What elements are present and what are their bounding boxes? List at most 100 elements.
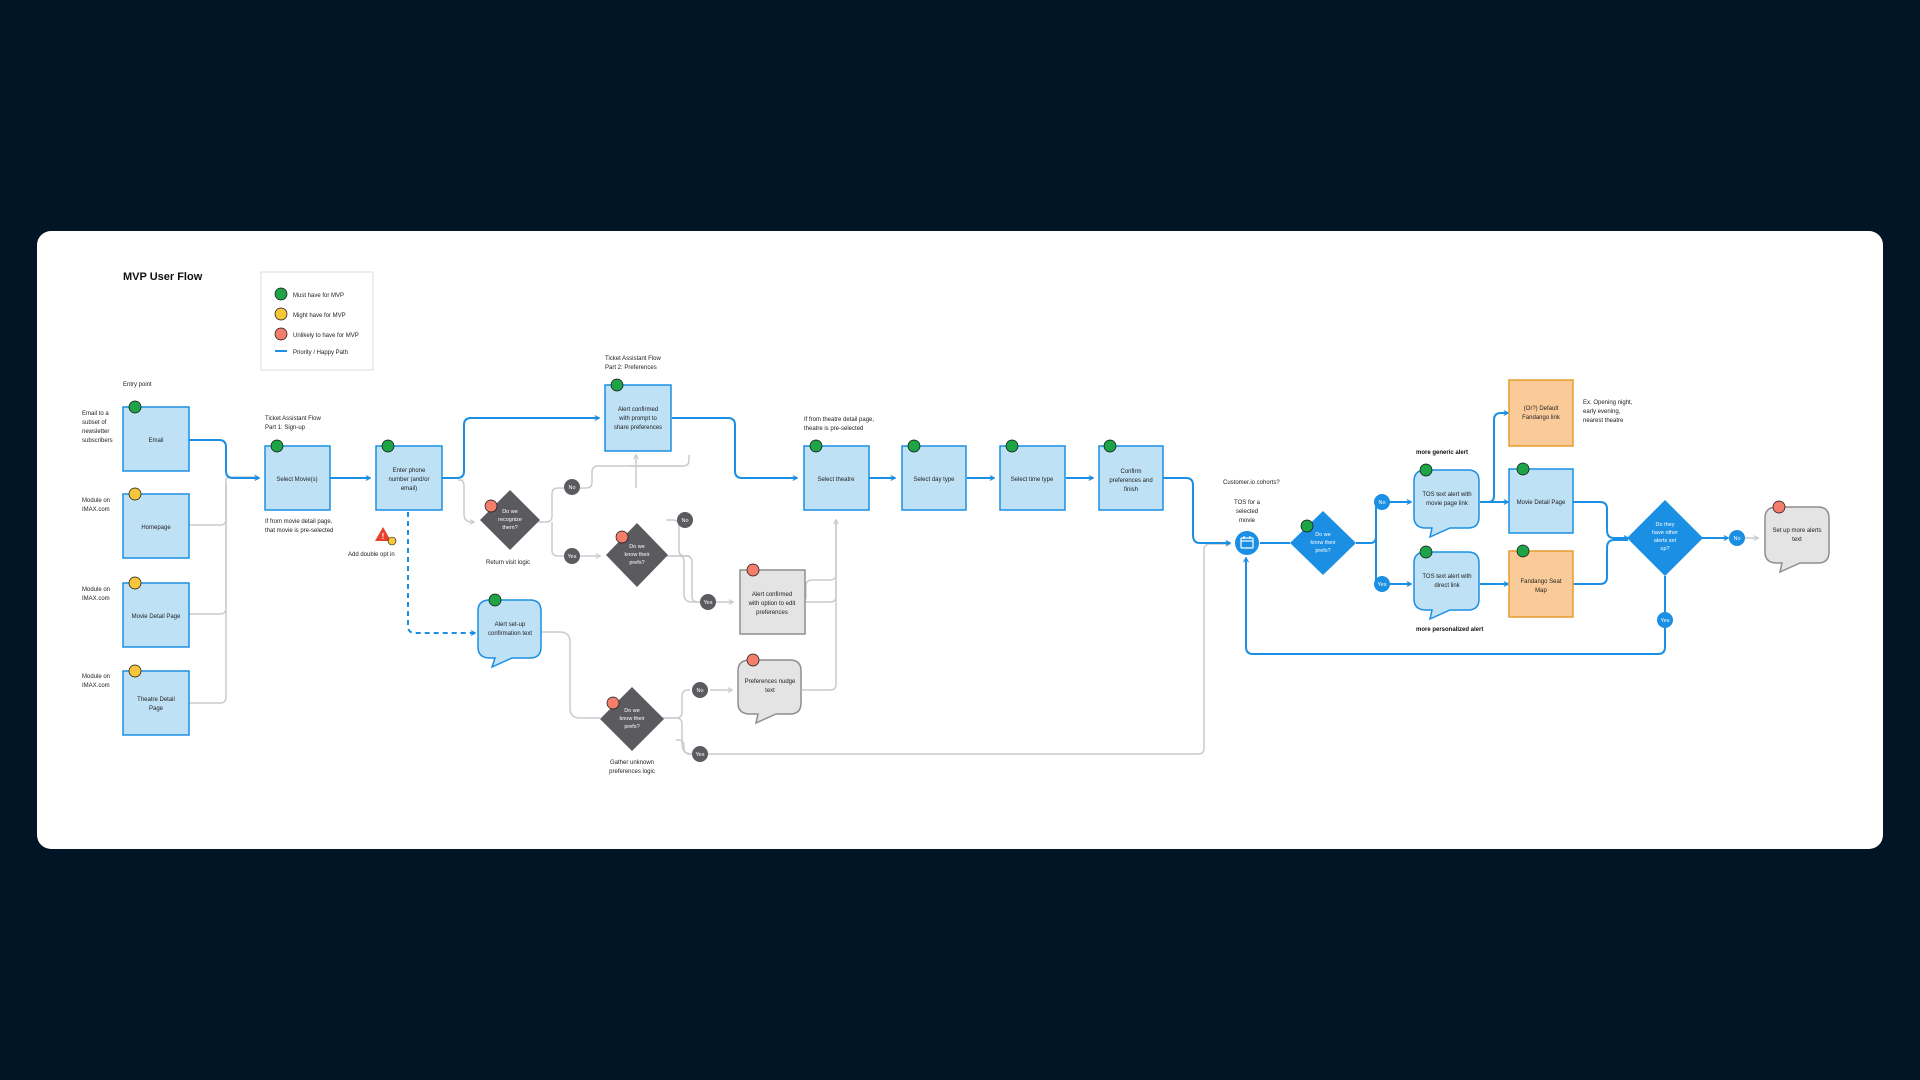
status-dot-yellow <box>128 576 142 590</box>
node-theatre-detail-page[interactable]: Theatre Detail Page <box>122 664 190 736</box>
svg-text:TOS text alert with: TOS text alert with <box>1422 574 1471 580</box>
svg-text:Select theatre: Select theatre <box>817 477 855 483</box>
status-dot-yellow <box>128 487 142 501</box>
email-entry-label: Email to a subset of newsletter subscrib… <box>82 411 113 444</box>
svg-text:Yes: Yes <box>696 752 705 758</box>
page-title: MVP User Flow <box>123 271 203 283</box>
entry-point-note: Entry point <box>123 382 152 388</box>
svg-text:prefs?: prefs? <box>1315 548 1330 554</box>
status-dot-yellow <box>128 664 142 678</box>
svg-text:Alert confirmed: Alert confirmed <box>752 592 792 598</box>
node-alert-confirmed-edit[interactable]: Alert confirmed with option to edit pref… <box>739 563 806 635</box>
ticket-assistant-part2-note: Ticket Assistant Flow <box>605 356 661 362</box>
node-movie-detail-page[interactable]: Movie Detail Page <box>122 576 190 648</box>
cohorts-note: Customer.io cohorts? <box>1223 480 1280 486</box>
status-dot-red <box>606 696 620 710</box>
diamond-know-prefs-3[interactable]: Do we know their prefs? <box>1290 511 1356 575</box>
node-select-time-type[interactable]: Select time type <box>999 439 1066 511</box>
node-tos-direct-link[interactable]: TOS text alert with direct link <box>1413 545 1480 621</box>
node-preferences-nudge[interactable]: Preferences nudge text <box>737 653 802 725</box>
svg-text:No: No <box>1378 500 1385 506</box>
status-dot-green <box>1300 519 1314 533</box>
svg-text:with option to edit: with option to edit <box>748 601 796 607</box>
theatre-preselect-note: If from theatre detail page, <box>804 417 874 423</box>
dashed-connector <box>407 512 475 633</box>
node-tos-movie-page-link[interactable]: TOS text alert with movie page link <box>1413 463 1480 539</box>
svg-text:Enter phone: Enter phone <box>393 468 426 474</box>
status-dot-green <box>128 400 142 414</box>
status-dot-green <box>1005 439 1019 453</box>
personalized-alert-note: more personalized alert <box>1416 627 1483 633</box>
node-confirm-finish[interactable]: Confirm preferences and finish <box>1098 439 1164 511</box>
svg-text:text: text <box>1792 537 1802 543</box>
status-dot-green <box>1103 439 1117 453</box>
node-homepage[interactable]: Homepage <box>122 487 190 559</box>
calendar-icon[interactable] <box>1235 531 1259 555</box>
theatre-preselect-note-2: theatre is pre-selected <box>804 426 863 432</box>
example-note-1: Ex. Opening night, <box>1583 400 1633 406</box>
node-set-up-more-alerts[interactable]: Set up more alerts text <box>1764 500 1830 574</box>
svg-text:Page: Page <box>149 706 164 712</box>
svg-text:No: No <box>696 688 703 694</box>
svg-text:finish: finish <box>1124 487 1138 493</box>
svg-text:Email to a: Email to a <box>82 411 109 417</box>
svg-text:preferences and: preferences and <box>1109 478 1152 484</box>
svg-text:preferences: preferences <box>756 610 788 616</box>
status-dot-green <box>907 439 921 453</box>
svg-text:Do we: Do we <box>624 708 640 714</box>
node-fandango-seat-map[interactable]: Fandango Seat Map <box>1508 544 1574 618</box>
status-dot-green <box>610 378 624 392</box>
node-select-day-type[interactable]: Select day type <box>901 439 967 511</box>
svg-text:recognize: recognize <box>498 517 522 523</box>
svg-text:number (and/or: number (and/or <box>388 477 429 483</box>
badge-yes: Yes <box>692 746 708 762</box>
svg-text:Select time type: Select time type <box>1011 477 1054 483</box>
badge-no: No <box>677 512 693 528</box>
diamond-recognize[interactable]: Do we recognize them? <box>480 490 540 550</box>
svg-text:movie page link: movie page link <box>1426 501 1469 507</box>
node-alert-setup-confirmation[interactable]: Alert set-up confirmation text <box>477 593 542 669</box>
svg-text:prefs?: prefs? <box>624 724 639 730</box>
node-enter-phone[interactable]: Enter phone number (and/or email) <box>375 439 443 511</box>
svg-text:Set up more alerts: Set up more alerts <box>1772 528 1821 534</box>
svg-text:them?: them? <box>502 525 517 531</box>
node-email[interactable]: Email <box>122 400 190 472</box>
node-select-theatre[interactable]: Select theatre <box>803 439 870 511</box>
svg-text:Yes: Yes <box>1661 618 1670 624</box>
node-select-movies[interactable]: Select Movie(s) <box>264 439 331 511</box>
svg-text:Select day type: Select day type <box>913 477 955 483</box>
ticket-assistant-part1-sub: Part 1: Sign-up <box>265 425 306 431</box>
homepage-entry-label: Module on IMAX.com <box>82 498 110 513</box>
legend: Must have for MVP Might have for MVP Unl… <box>260 271 374 371</box>
node-movie-detail-page-right[interactable]: Movie Detail Page <box>1508 462 1574 534</box>
svg-text:confirmation text: confirmation text <box>488 631 532 637</box>
node-alert-confirmed-prompt[interactable]: Alert confirmed with prompt to share pre… <box>604 378 672 452</box>
diamond-know-prefs-2[interactable]: Do we know their prefs? <box>600 687 664 751</box>
status-dot-red <box>484 499 498 513</box>
svg-text:subscribers: subscribers <box>82 438 113 444</box>
warning-icon: ! <box>375 527 397 546</box>
svg-text:Do they: Do they <box>1656 522 1675 528</box>
svg-text:No: No <box>1733 536 1740 542</box>
example-note-3: nearest theatre <box>1583 418 1624 424</box>
svg-text:Preferences nudge: Preferences nudge <box>745 679 796 685</box>
svg-text:Map: Map <box>1535 588 1547 594</box>
status-dot-green <box>809 439 823 453</box>
movie-detail-entry-label: Module on IMAX.com <box>82 587 110 602</box>
svg-text:up?: up? <box>1660 546 1669 552</box>
svg-text:Yes: Yes <box>1378 582 1387 588</box>
badge-no: No <box>564 479 580 495</box>
svg-text:text: text <box>765 688 775 694</box>
status-dot-green <box>1419 545 1433 559</box>
svg-text:prefs?: prefs? <box>629 560 644 566</box>
svg-text:Module on: Module on <box>82 674 110 680</box>
status-dot-red <box>746 653 760 667</box>
svg-text:(Or?) Default: (Or?) Default <box>1524 406 1559 412</box>
diamond-other-alerts[interactable]: Do they have other alerts set up? <box>1627 500 1703 576</box>
svg-text:share preferences: share preferences <box>614 425 662 431</box>
legend-might-label: Might have for MVP <box>293 313 346 319</box>
svg-text:Fandango link: Fandango link <box>1522 415 1561 421</box>
diamond-know-prefs-1[interactable]: Do we know their prefs? <box>606 523 668 587</box>
node-default-fandango-link[interactable]: (Or?) Default Fandango link <box>1508 379 1574 447</box>
badge-no: No <box>1729 530 1745 546</box>
